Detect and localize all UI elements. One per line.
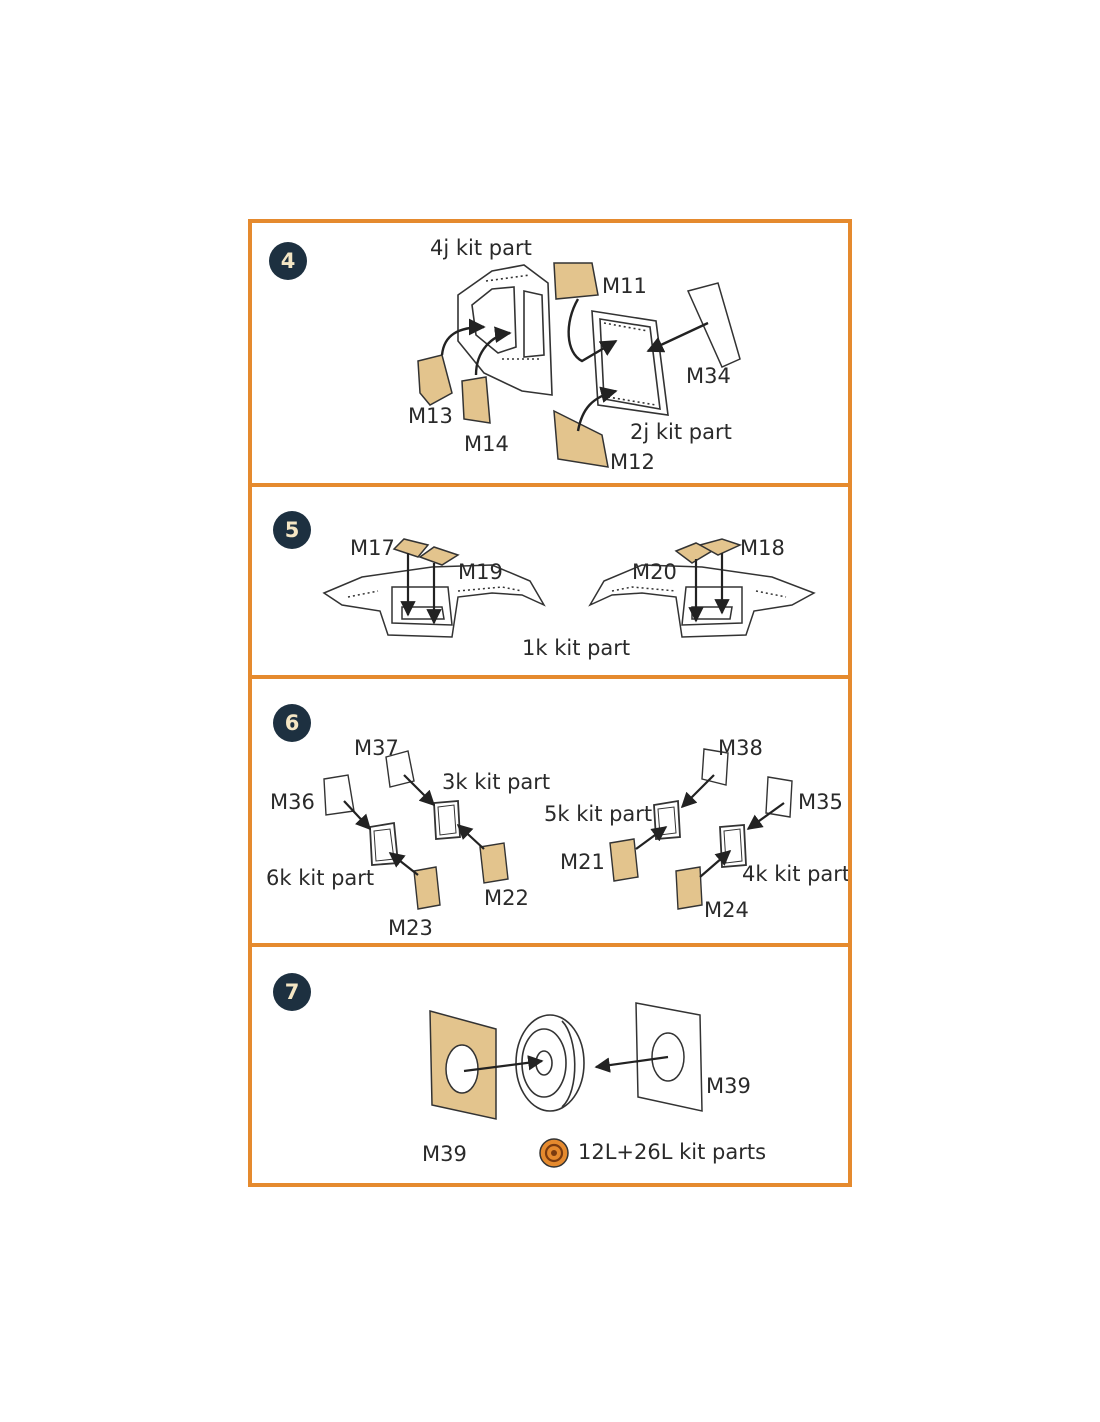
label-m17: M17 (350, 536, 395, 560)
label-4j-kit-part: 4j kit part (430, 236, 532, 260)
instruction-sheet: 4 (248, 219, 852, 1187)
label-m35: M35 (798, 790, 843, 814)
label-m36: M36 (270, 790, 315, 814)
label-6k-kit-part: 6k kit part (266, 866, 374, 890)
step-6-panel: 6 (252, 679, 848, 947)
step-number-badge: 7 (273, 973, 311, 1011)
label-m19: M19 (458, 560, 503, 584)
label-m22: M22 (484, 886, 529, 910)
label-3k-kit-part: 3k kit part (442, 770, 550, 794)
mask-m36 (323, 774, 355, 816)
step-7-panel: 7 (252, 947, 848, 1187)
step-6-illustration: M37 M38 3k kit part M36 5k kit part M35 … (266, 736, 848, 940)
step-4-illustration: 4j kit part M11 M34 M13 M14 2j kit part … (408, 236, 741, 474)
mask-m35 (765, 776, 793, 818)
label-1k-kit-part: 1k kit part (522, 636, 630, 660)
label-m37: M37 (354, 736, 399, 760)
mask-m19 (418, 546, 460, 566)
label-m23: M23 (388, 916, 433, 940)
mask-m14 (461, 376, 491, 424)
fuselage-part-right (588, 564, 816, 638)
windscreen-part-2j (591, 310, 669, 416)
label-m34: M34 (686, 364, 731, 388)
step-5-illustration: M17 M19 M20 M18 1k kit part (322, 536, 816, 660)
wheel-part (515, 1014, 585, 1112)
label-m18: M18 (740, 536, 785, 560)
label-12l-26l-kit-parts: 12L+26L kit parts (578, 1140, 766, 1164)
step-4-panel: 4 (252, 223, 848, 487)
label-m13: M13 (408, 404, 453, 428)
mask-m24 (675, 866, 703, 910)
mask-m34 (686, 282, 741, 368)
label-4k-kit-part: 4k kit part (742, 862, 848, 886)
mask-m21 (609, 838, 639, 882)
mask-m39-right (635, 1002, 703, 1112)
mask-m17 (392, 538, 430, 558)
step-5-panel: 5 (252, 487, 848, 679)
mask-m39-left (429, 1010, 497, 1120)
mask-m12 (553, 409, 609, 468)
label-m39-right: M39 (706, 1074, 751, 1098)
step-number-badge: 6 (273, 704, 311, 742)
canopy-part-4j (457, 264, 553, 396)
mask-m11 (553, 262, 599, 300)
mask-m18 (698, 538, 743, 556)
label-m11: M11 (602, 274, 647, 298)
label-2j-kit-part: 2j kit part (630, 420, 732, 444)
label-5k-kit-part: 5k kit part (544, 802, 652, 826)
step-7-illustration: M39 M39 12L+26L kit parts (422, 1002, 766, 1168)
label-m39-left: M39 (422, 1142, 467, 1166)
label-m38: M38 (718, 736, 763, 760)
paint-icon (539, 1138, 569, 1168)
label-m20: M20 (632, 560, 677, 584)
step-number-badge: 5 (273, 511, 311, 549)
mask-m13 (417, 354, 453, 406)
mask-m23 (413, 866, 441, 910)
mask-m22 (479, 842, 509, 884)
label-m14: M14 (464, 432, 509, 456)
label-m12: M12 (610, 450, 655, 474)
label-m21: M21 (560, 850, 605, 874)
label-m24: M24 (704, 898, 749, 922)
mask-m38 (701, 748, 729, 786)
step-number-badge: 4 (269, 242, 307, 280)
